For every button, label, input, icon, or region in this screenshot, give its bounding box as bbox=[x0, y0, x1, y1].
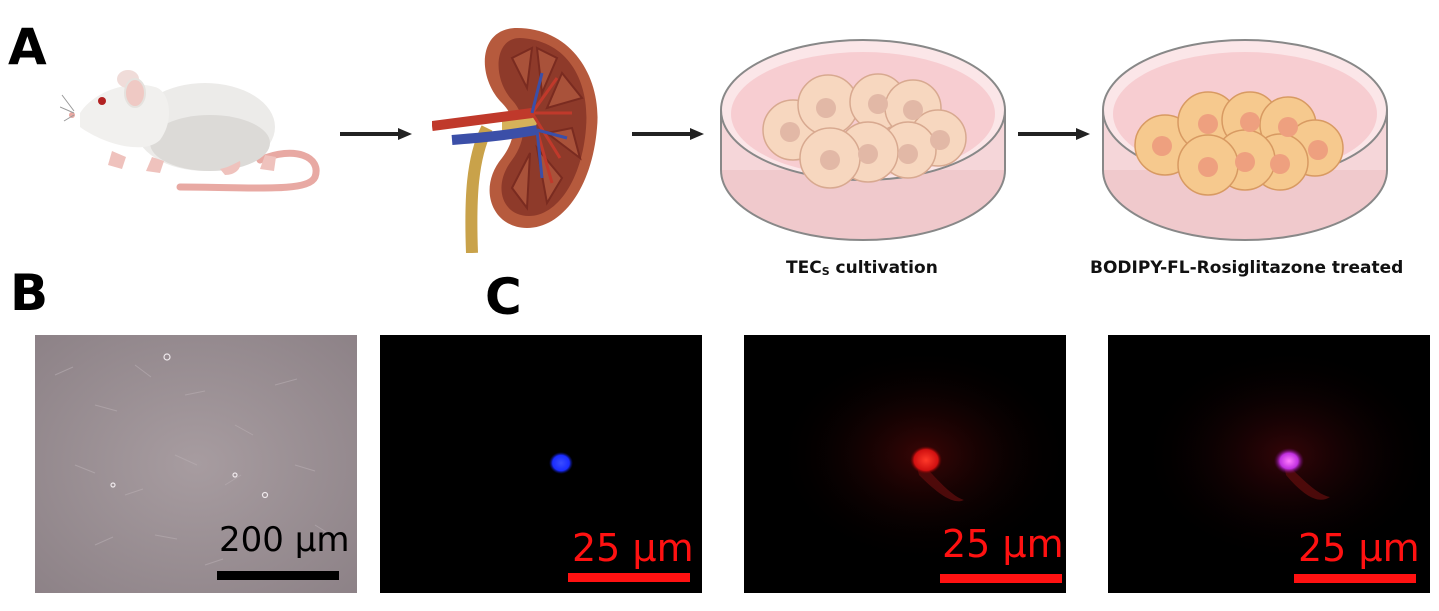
scale-bar-c2 bbox=[940, 574, 1062, 583]
caption-tec-cultivation: TECS cultivation bbox=[786, 258, 938, 278]
micrograph-brightfield: 200 μm bbox=[35, 335, 357, 593]
nucleus-signal bbox=[549, 452, 573, 474]
micrograph-cell-red: 25 μm bbox=[744, 335, 1066, 593]
caption-tec-rest: cultivation bbox=[829, 258, 938, 278]
caption-bodipy-treated: BODIPY-FL-Rosiglitazone treated bbox=[1090, 258, 1404, 278]
petri-dish-icon bbox=[720, 39, 1006, 241]
panel-label-b: B bbox=[10, 264, 49, 322]
micrograph-merge: 25 μm bbox=[1108, 335, 1430, 593]
scale-bar-label-c2: 25 μm bbox=[942, 522, 1064, 566]
kidney-icon bbox=[432, 28, 598, 253]
arrow-icon bbox=[1018, 128, 1090, 140]
scale-bar-label-c3: 25 μm bbox=[1298, 526, 1420, 570]
arrow-icon bbox=[632, 128, 704, 140]
petri-dish-icon bbox=[1102, 39, 1388, 241]
caption-tec-main: TEC bbox=[786, 258, 822, 278]
mouse-icon bbox=[60, 70, 320, 192]
scale-bar-label-c1: 25 μm bbox=[572, 526, 694, 570]
brightfield-texture bbox=[35, 335, 357, 593]
cell-signal-merge bbox=[1138, 345, 1430, 565]
caption-tec-subscript: S bbox=[821, 265, 830, 278]
scale-bar-c3 bbox=[1294, 574, 1416, 583]
panel-label-c: C bbox=[485, 268, 522, 326]
micrograph-nucleus-blue: 25 μm bbox=[380, 335, 702, 593]
cell-signal-red bbox=[774, 345, 1066, 565]
panel-label-a: A bbox=[8, 18, 47, 76]
scale-bar-c1 bbox=[568, 573, 690, 582]
scale-bar-b bbox=[217, 571, 339, 580]
arrow-icon bbox=[340, 128, 412, 140]
scale-bar-label-b: 200 μm bbox=[219, 520, 350, 560]
